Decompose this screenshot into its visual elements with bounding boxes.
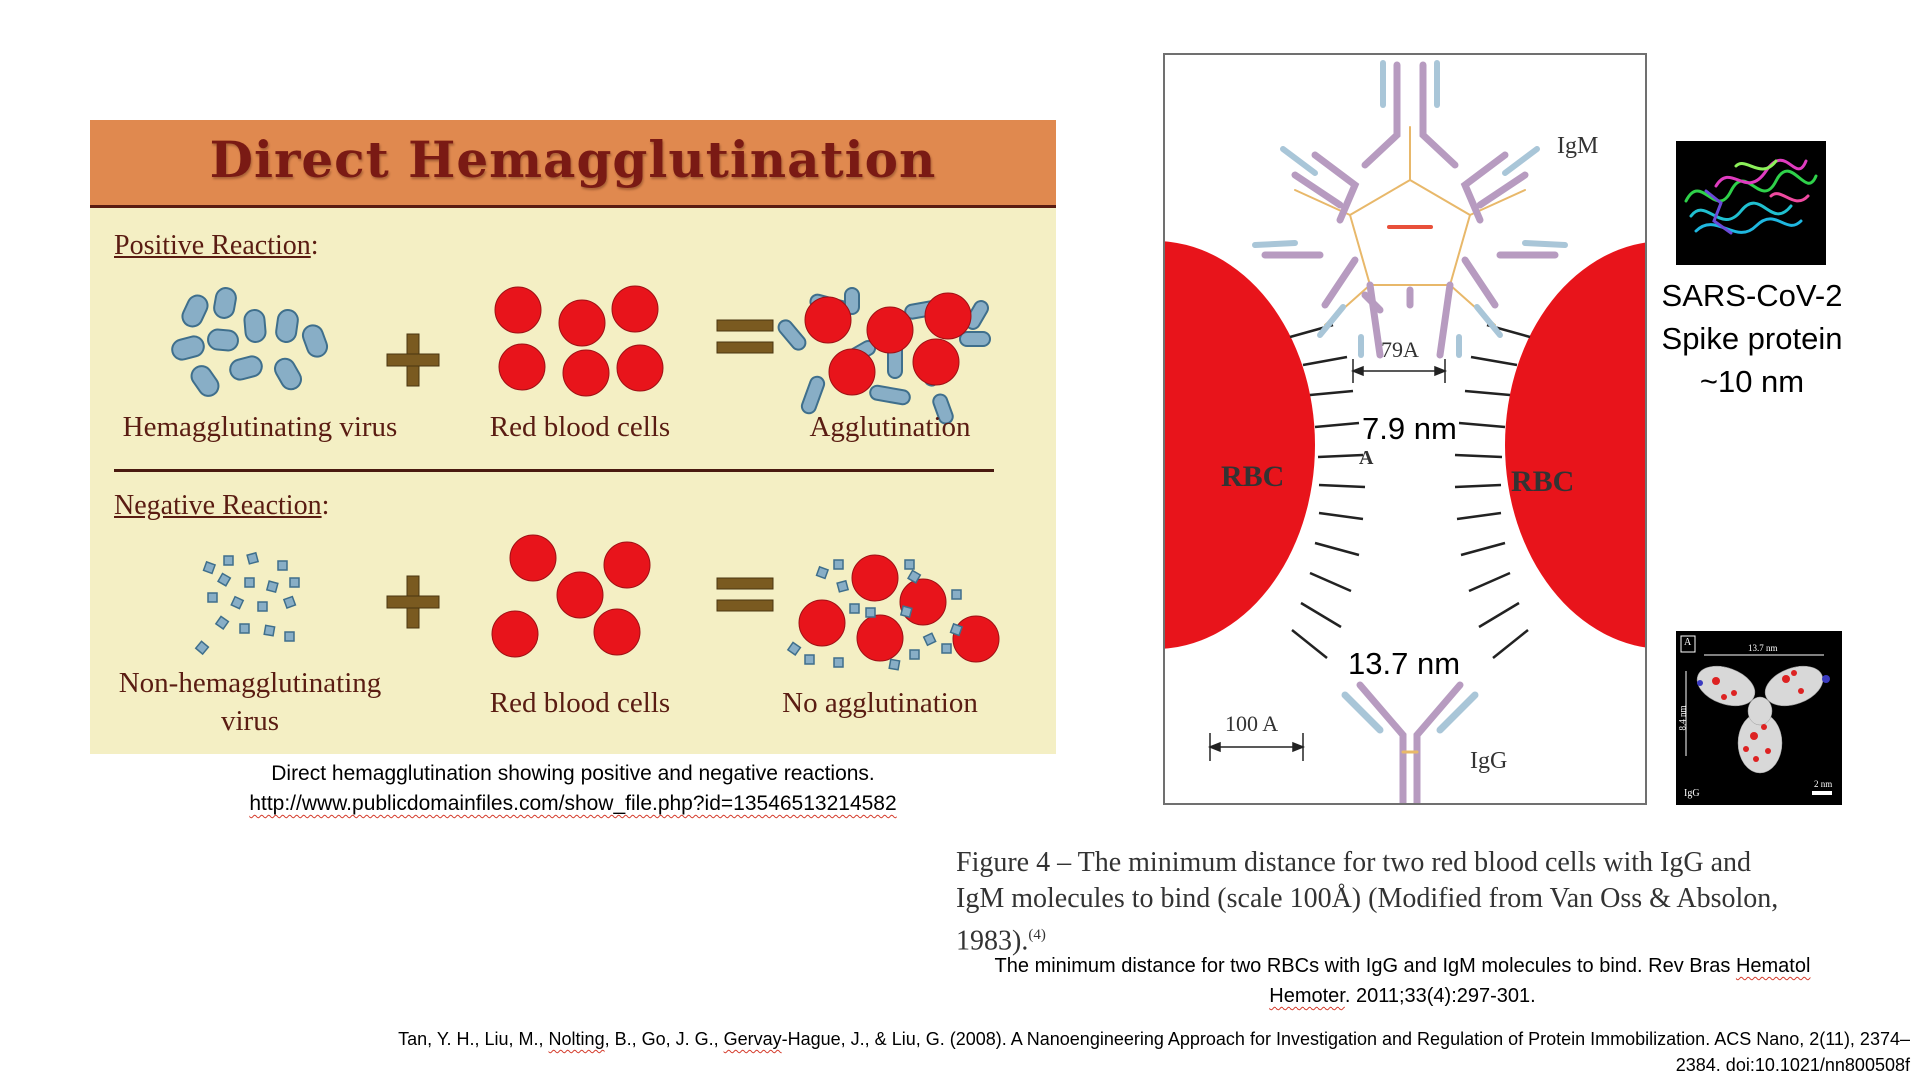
scale-100a-label: 100 A (1225, 711, 1278, 737)
red-blood-cells-negative-icon (492, 535, 650, 657)
citation-authors-a: Tan, Y. H., Liu, M., (398, 1029, 548, 1049)
rbc-right-cell (1505, 241, 1647, 649)
distance-79a-label: 79A (1381, 337, 1419, 363)
non-hemagglutinating-label-line2: virus (90, 702, 410, 740)
figure-caption-ref: (4) (1028, 927, 1046, 943)
citation-line2: 2384. doi:10.1021/nn800508f (230, 1052, 1910, 1078)
non-hemagglutinating-virus-icon (196, 553, 299, 654)
red-blood-cells-negative-label: Red blood cells (460, 684, 700, 722)
citation-authors-b: , B., Go, J. G., (605, 1029, 724, 1049)
spike-label-line1: SARS-CoV-2 (1642, 274, 1862, 317)
rbc-caption-line1: The minimum distance for two RBCs with I… (956, 951, 1849, 981)
rbc-caption-line1-text: The minimum distance for two RBCs with I… (995, 955, 1736, 977)
hemagglutination-caption: Direct hemagglutination showing positive… (90, 762, 1056, 786)
hemagglutinating-virus-icon (170, 286, 330, 399)
antibody-rbc-diagram: IgM RBC RBC 79A 7.9 nm A 13.7 nm 100 A I… (1163, 53, 1647, 805)
rbc-right-label: RBC (1511, 465, 1574, 499)
figure-caption-line2: IgM molecules to bind (scale 100Å) (Modi… (956, 881, 1849, 917)
equals-icon-positive (717, 320, 773, 353)
hemagglutination-panel: Direct Hemagglutination Positive Reactio… (90, 120, 1056, 754)
rbc-igg-igm-source-caption: The minimum distance for two RBCs with I… (956, 951, 1849, 1011)
plus-icon-positive (387, 334, 439, 386)
rbc-left-cell (1165, 241, 1315, 649)
hemagglutination-url-link[interactable]: http://www.publicdomainfiles.com/show_fi… (249, 792, 896, 815)
hemagglutination-source-url[interactable]: http://www.publicdomainfiles.com/show_fi… (90, 792, 1056, 816)
tan-citation: Tan, Y. H., Liu, M., Nolting, B., Go, J.… (230, 1026, 1910, 1078)
figure-caption-line1: Figure 4 – The minimum distance for two … (956, 845, 1849, 881)
rbc-caption-journal-2: Hemoter (1269, 985, 1345, 1007)
rbc-caption-journal-1: Hematol (1736, 955, 1810, 977)
figure-4-caption: Figure 4 – The minimum distance for two … (956, 845, 1849, 959)
agglutination-icon (776, 288, 991, 425)
igg-structure-igg-label: IgG (1684, 788, 1700, 799)
igg-structure-height-label: 8.4 nm (1678, 705, 1688, 730)
negative-colon: : (322, 490, 330, 521)
spike-protein-label: SARS-CoV-2 Spike protein ~10 nm (1642, 274, 1862, 403)
negative-reaction-label: Negative Reaction: (114, 490, 329, 522)
citation-author-nolting: Nolting (549, 1029, 605, 1049)
spike-label-line3: ~10 nm (1642, 360, 1862, 403)
non-hemagglutinating-label-line1: Non-hemagglutinating (90, 664, 410, 702)
igg-structure-panel-letter: A (1684, 637, 1691, 648)
citation-title: -Hague, J., & Liu, G. (2008). A Nanoengi… (782, 1029, 1910, 1049)
igg-structure-image: A 13.7 nm 8.4 nm IgG 2 nm (1676, 631, 1842, 805)
spike-protein-image (1676, 141, 1826, 265)
rbc-caption-line2: Hemoter. 2011;33(4):297-301. (956, 981, 1849, 1011)
red-blood-cells-positive-label: Red blood cells (460, 408, 700, 446)
igg-molecule-icon (1345, 685, 1475, 805)
no-agglutination-label: No agglutination (750, 684, 1010, 722)
igg-structure-width-label: 13.7 nm (1748, 643, 1778, 653)
scale-bar-100a (1210, 733, 1303, 761)
non-hemagglutinating-virus-label: Non-hemagglutinating virus (90, 664, 410, 740)
reaction-divider (114, 469, 994, 472)
equals-icon-negative (717, 578, 773, 611)
citation-author-gervay: Gervay (724, 1029, 782, 1049)
spike-label-line2: Spike protein (1642, 317, 1862, 360)
distance-13-7nm-label: 13.7 nm (1348, 646, 1460, 682)
igg-label: IgG (1470, 748, 1507, 775)
agglutination-label: Agglutination (780, 408, 1000, 446)
igg-structure-scale-label: 2 nm (1814, 779, 1832, 789)
no-agglutination-icon (788, 555, 999, 670)
igm-label: IgM (1557, 133, 1598, 160)
hemagglutinating-virus-label: Hemagglutinating virus (110, 408, 410, 446)
negative-reaction-text: Negative Reaction (114, 490, 322, 521)
letter-a-label: A (1359, 447, 1373, 470)
igm-molecule-icon (1255, 63, 1565, 355)
distance-7-9nm-label: 7.9 nm (1362, 411, 1457, 447)
rbc-left-label: RBC (1221, 460, 1284, 494)
spike-protein-ribbon-icon (1676, 141, 1826, 265)
red-blood-cells-positive-icon (495, 286, 663, 396)
rbc-caption-line2-text: . 2011;33(4):297-301. (1345, 985, 1536, 1007)
citation-line1: Tan, Y. H., Liu, M., Nolting, B., Go, J.… (230, 1026, 1910, 1052)
plus-icon-negative (387, 576, 439, 628)
